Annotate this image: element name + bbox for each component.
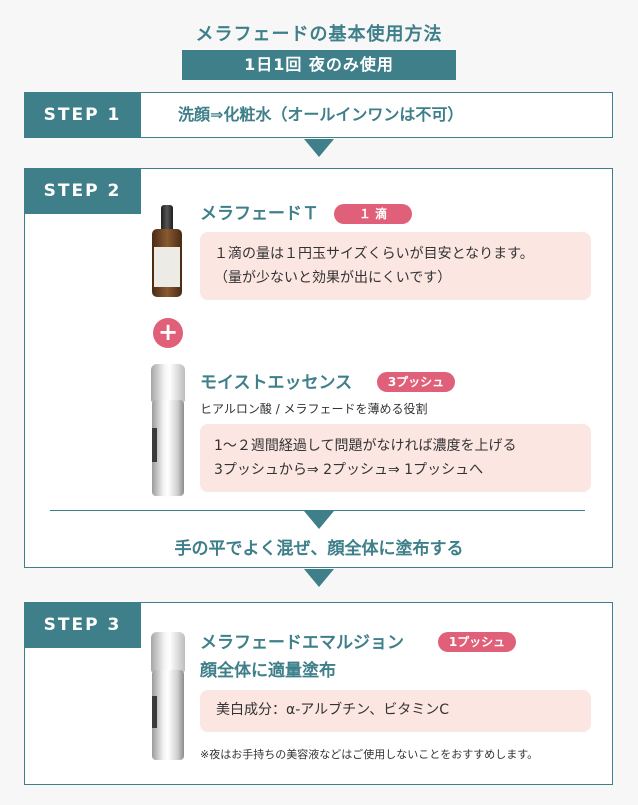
step1-label: STEP 1 [24, 92, 141, 138]
product2-description: ヒアルロン酸 / メラフェードを薄める役割 [200, 402, 428, 416]
product2-note: 1～２週間経過して問題がなければ濃度を上げる 3プッシュから⇒ 2プッシュ⇒ 1… [200, 424, 591, 492]
down-arrow-icon [304, 139, 334, 157]
step3-amount-badge: 1プッシュ [438, 632, 516, 652]
product2-name: モイストエッセンス [200, 373, 353, 393]
footnote: ※夜はお手持ちの美容液などはご使用しないことをおすすめします。 [200, 748, 539, 761]
step2-label: STEP 2 [24, 168, 141, 214]
plus-icon: + [153, 318, 183, 348]
melafade-t-bottle-image [150, 205, 184, 297]
down-arrow-icon [304, 511, 334, 529]
step3-label: STEP 3 [24, 602, 141, 648]
step2-box [24, 168, 613, 568]
product2-note-line2: 3プッシュから⇒ 2プッシュ⇒ 1プッシュへ [214, 462, 484, 478]
melafade-emulsion-bottle-image [149, 632, 187, 760]
product2-amount-badge: 3プッシュ [377, 372, 455, 392]
product1-note-line2: （量が少ないと効果が出にくいです） [214, 270, 452, 286]
whitening-ingredients-text: 美白成分：α-アルブチン、ビタミンC [216, 702, 450, 718]
product1-name: メラフェードＴ [200, 204, 319, 224]
moist-essence-bottle-image [149, 364, 187, 496]
page-title: メラフェードの基本使用方法 [195, 24, 443, 45]
step3-instruction: 顔全体に適量塗布 [200, 661, 336, 681]
product2-note-line1: 1～２週間経過して問題がなければ濃度を上げる [214, 438, 517, 454]
product1-amount-badge: １ 滴 [334, 204, 412, 224]
whitening-ingredients-note: 美白成分：α-アルブチン、ビタミンC [200, 690, 591, 732]
step1-text: 洗顔⇒化粧水（オールインワンは不可） [178, 105, 464, 124]
step3-product-name: メラフェードエマルジョン [200, 633, 404, 653]
product1-note: １滴の量は１円玉サイズくらいが目安となります。 （量が少ないと効果が出にくいです… [200, 232, 591, 300]
step2-divider [50, 510, 585, 511]
usage-frequency-banner: 1日1回 夜のみ使用 [182, 50, 456, 80]
down-arrow-icon [304, 569, 334, 587]
product1-note-line1: １滴の量は１円玉サイズくらいが目安となります。 [214, 246, 534, 262]
mix-instruction: 手の平でよく混ぜ、顔全体に塗布する [174, 539, 464, 559]
